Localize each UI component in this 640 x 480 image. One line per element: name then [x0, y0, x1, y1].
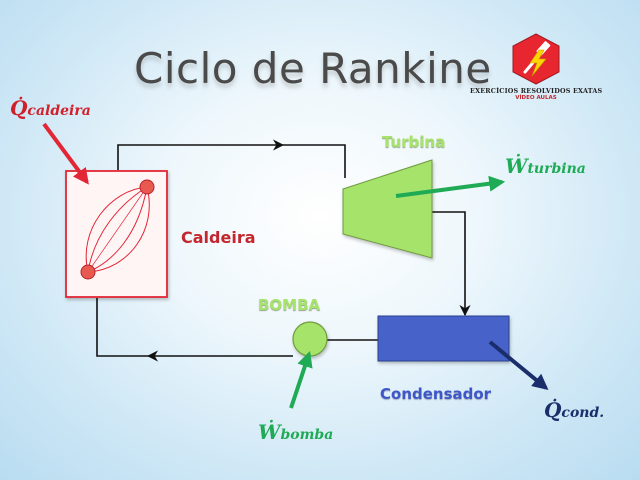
caldeira-tube-bundle	[85, 186, 150, 273]
w-bomba-symbol: Ẇ	[258, 420, 281, 444]
caldeira-boiler	[65, 170, 168, 298]
caldeira-node-bottom	[80, 264, 96, 280]
q-cond-subscript: cond.	[561, 405, 605, 421]
turbina-shape	[342, 159, 433, 259]
pipe-turbina-outlet	[283, 144, 346, 178]
brand-logo: EXERCÍCIOS RESOLVIDOS EXATAS VÍDEO AULAS	[470, 32, 602, 104]
logo-text-sub: VÍDEO AULAS	[515, 95, 557, 101]
condensador-label: Condensador	[380, 385, 492, 403]
q-caldeira-subscript: caldeira	[27, 103, 91, 119]
logo-text-main: EXERCÍCIOS RESOLVIDOS EXATAS	[470, 87, 603, 95]
bomba-circle	[292, 321, 328, 357]
turbina-label: Turbina	[382, 133, 446, 151]
q-cond-label: Q̇cond.	[544, 398, 604, 422]
cycle-piping	[96, 139, 471, 362]
w-turbina-label: Ẇturbina	[505, 154, 586, 178]
w-bomba-subscript: bomba	[280, 427, 334, 443]
condensador-box	[377, 315, 510, 362]
w-turbina-arrow	[395, 175, 506, 198]
hammer-lightning-logo-icon	[512, 33, 560, 85]
pipe-return-caldeira	[96, 298, 148, 357]
w-turbina-subscript: turbina	[527, 161, 586, 177]
pipe-caldeira-to-turbina	[117, 139, 285, 170]
page-title: Ciclo de Rankine	[134, 44, 492, 93]
q-caldeira-symbol: Q̇	[10, 96, 28, 120]
caldeira-label: Caldeira	[181, 228, 256, 247]
q-caldeira-label: Q̇caldeira	[10, 96, 91, 120]
w-bomba-arrow	[289, 350, 313, 409]
w-bomba-label: Ẇbomba	[258, 420, 333, 444]
bomba-label: BOMBA	[258, 296, 321, 314]
w-turbina-symbol: Ẇ	[505, 154, 528, 178]
q-caldeira-arrow	[42, 122, 89, 185]
q-cond-symbol: Q̇	[544, 398, 562, 422]
pipe-turbina-to-condensador	[432, 211, 471, 317]
caldeira-node-top	[139, 179, 155, 195]
q-cond-arrow	[488, 340, 549, 391]
